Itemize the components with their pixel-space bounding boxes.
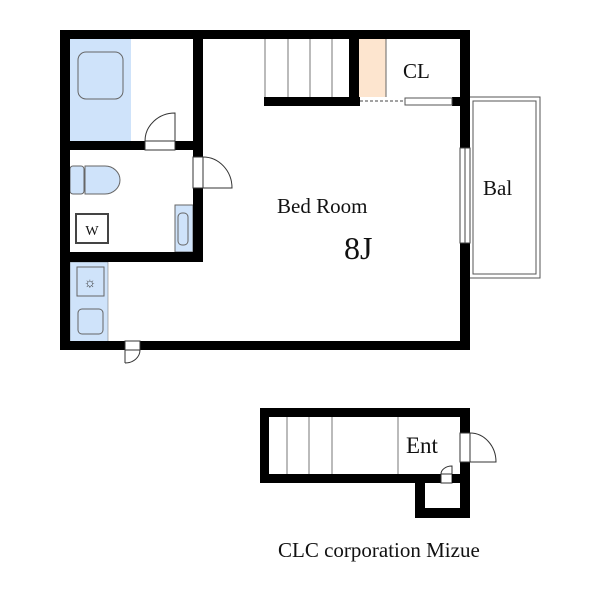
- balcony-window: [459, 147, 471, 244]
- bedroom-label: Bed Room: [277, 194, 367, 218]
- kitchen-sink-icon: [77, 308, 104, 335]
- storage-door-icon: [440, 465, 453, 475]
- entrance-door-icon: [469, 432, 497, 463]
- bath-door-icon: [144, 112, 176, 142]
- bathroom: [70, 39, 131, 141]
- company-name: CLC corporation Mizue: [278, 538, 480, 562]
- walls: [60, 30, 470, 350]
- burner-icon: ☼: [84, 276, 97, 291]
- closet-label: CL: [403, 59, 430, 83]
- stove-icon: [76, 266, 105, 297]
- entrance-door-frame: [459, 432, 471, 463]
- sink-icon: [174, 204, 194, 253]
- washer-label: W: [85, 224, 99, 239]
- balcony-label: Bal: [483, 176, 512, 200]
- front-door-icon: [124, 349, 141, 364]
- closet-sliding-door: [404, 97, 453, 106]
- washer-space: W: [75, 213, 109, 244]
- closet-fill: [359, 39, 386, 97]
- toilet-door-icon: [202, 156, 233, 189]
- bathtub-icon: [77, 51, 124, 100]
- kitchen: ☼: [69, 261, 109, 343]
- entrance-floor: [260, 408, 497, 518]
- entrance-label: Ent: [406, 433, 439, 458]
- bedroom-size: 8J: [344, 230, 372, 266]
- toilet-icon: [69, 165, 121, 195]
- stairs-upper: [264, 39, 333, 97]
